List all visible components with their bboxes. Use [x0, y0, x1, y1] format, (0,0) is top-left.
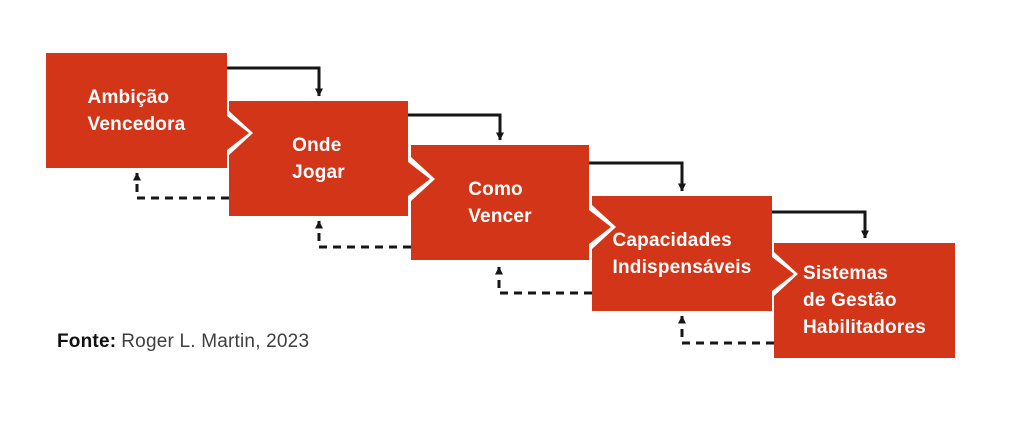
box-must-have-capabilities: Capacidades Indispensáveis	[592, 196, 794, 311]
box-label-line: Como	[468, 178, 523, 200]
source-text: Roger L. Martin, 2023	[121, 331, 310, 352]
box-label-line: Onde	[292, 134, 342, 156]
feedback-arrow-4	[678, 315, 774, 345]
box-label: Ambição Vencedora	[88, 84, 186, 138]
flow-arrow-4	[772, 210, 869, 239]
feedback-arrow-1	[133, 172, 229, 200]
box-label-line: Vencer	[468, 205, 532, 227]
box-label: Onde Jogar	[292, 132, 345, 186]
box-label-line: Sistemas	[803, 263, 889, 284]
box-winning-aspiration: Ambição Vencedora	[46, 53, 249, 168]
box-label-line: Vencedora	[87, 113, 186, 135]
source-note: Fonte:Roger L. Martin, 2023	[57, 331, 309, 353]
box-label-line: Ambição	[87, 86, 170, 108]
box-label-line: Indispensáveis	[612, 256, 752, 278]
flow-arrow-3	[589, 161, 686, 192]
flow-arrow-2	[408, 113, 504, 141]
source-label: Fonte:	[57, 331, 117, 352]
feedback-arrow-3	[495, 266, 592, 295]
box-enabling-management-systems: Sistemas de Gestão Habilitadores	[774, 243, 955, 358]
box-label-line: Jogar	[292, 161, 345, 183]
feedback-arrow-2	[315, 220, 411, 249]
box-label: Sistemas de Gestão Habilitadores	[803, 260, 926, 341]
box-label: Capacidades Indispensáveis	[612, 227, 751, 281]
box-label: Como Vencer	[468, 176, 532, 230]
box-label-line: de Gestão	[803, 290, 897, 311]
box-label-line: Capacidades	[612, 229, 732, 251]
flow-arrow-1	[227, 66, 323, 97]
box-where-to-play: Onde Jogar	[229, 101, 430, 216]
box-label-line: Habilitadores	[803, 317, 926, 338]
box-how-to-win: Como Vencer	[411, 145, 611, 260]
